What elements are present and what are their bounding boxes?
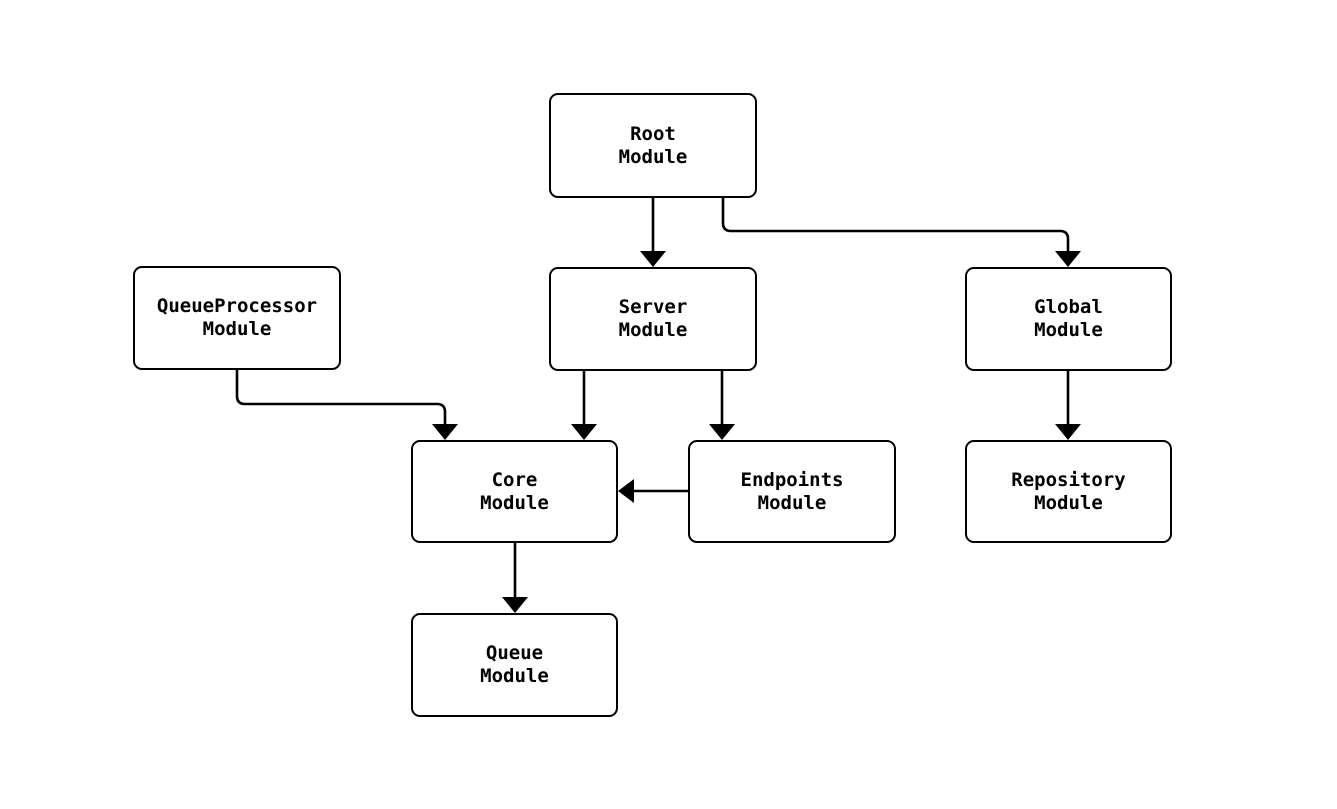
node-server-module-label: Server Module: [618, 296, 688, 341]
node-global-module-label: Global Module: [1034, 296, 1103, 341]
node-queue-module: Queue Module: [411, 613, 618, 717]
node-queueprocessor-module: QueueProcessor Module: [133, 266, 341, 370]
node-core-module: Core Module: [411, 440, 618, 543]
node-queue-module-label: Queue Module: [480, 642, 549, 687]
arrowhead-endpoints-to-core: [618, 479, 634, 503]
arrowhead-root-to-server: [640, 251, 666, 267]
arrowhead-server-to-core: [571, 424, 597, 440]
node-root-module: Root Module: [549, 93, 757, 198]
arrowhead-queueprocessor-to-core: [432, 424, 458, 440]
node-repository-module: Repository Module: [965, 440, 1172, 543]
node-global-module: Global Module: [965, 267, 1172, 371]
node-repository-module-label: Repository Module: [1011, 468, 1126, 514]
arrowhead-global-to-repository: [1055, 424, 1081, 440]
edge-queueprocessor-to-core: [235, 370, 447, 425]
node-endpoints-module-label: Endpoints Module: [740, 468, 844, 514]
arrowhead-root-to-global: [1055, 251, 1081, 267]
node-server-module: Server Module: [549, 267, 757, 371]
node-core-module-label: Core Module: [480, 468, 549, 514]
node-queueprocessor-module-label: QueueProcessor Module: [156, 295, 318, 340]
node-endpoints-module: Endpoints Module: [688, 440, 896, 543]
node-root-module-label: Root Module: [618, 122, 688, 168]
arrowhead-core-to-queue: [502, 597, 528, 613]
edge-root-to-global: [721, 198, 1070, 252]
arrowhead-server-to-endpoints: [709, 424, 735, 440]
